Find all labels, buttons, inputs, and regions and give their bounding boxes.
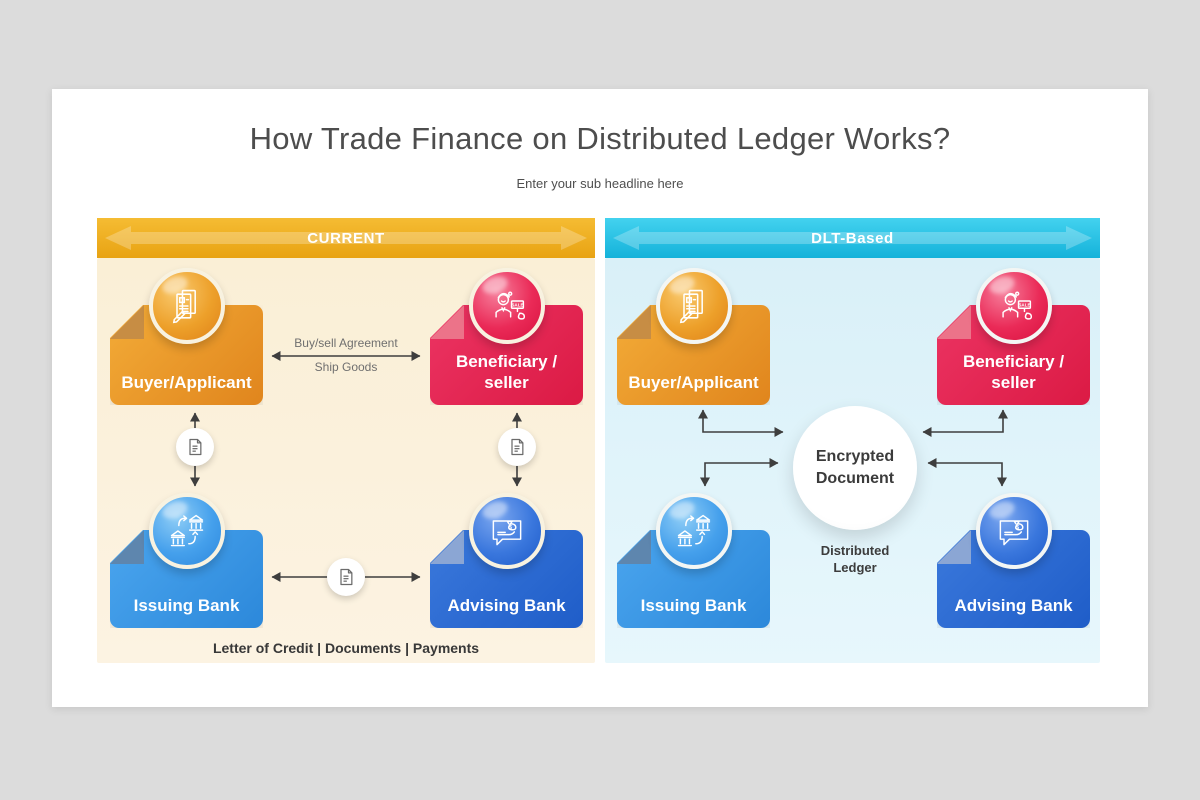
current-issuing-sphere xyxy=(149,493,225,569)
dlt-beneficiary-sphere: SALE xyxy=(976,268,1052,344)
double-arrow-banner-icon xyxy=(613,226,1092,250)
svg-text:SALE: SALE xyxy=(1018,303,1030,308)
current-issuing-label: Issuing Bank xyxy=(133,595,240,615)
ship-goods-label: Ship Goods xyxy=(314,360,378,374)
payment-hand-icon: $ xyxy=(492,520,522,546)
dlt-buyer-sphere xyxy=(656,268,732,344)
current-buyer-label: Buyer/Applicant xyxy=(121,372,252,392)
bank-exchange-icon xyxy=(170,514,204,547)
current-advising-label: Advising Bank xyxy=(447,595,566,615)
document-chip xyxy=(327,558,365,596)
dlt-issuing-label: Issuing Bank xyxy=(640,595,747,615)
encrypted-document-label: Encrypted Document xyxy=(815,448,895,487)
current-advising-sphere: $ xyxy=(469,493,545,569)
page-title: How Trade Finance on Distributed Ledger … xyxy=(249,121,951,156)
current-buyer-sphere xyxy=(149,268,225,344)
document-icon xyxy=(340,568,353,586)
document-chip xyxy=(176,428,214,466)
dlt-header-label: DLT-Based xyxy=(811,229,894,247)
dlt-issuing-sphere xyxy=(656,493,732,569)
dlt-buyer-label: Buyer/Applicant xyxy=(628,372,759,392)
agreement-label: Buy/sell Agreement xyxy=(294,336,398,350)
current-panel-header: CURRENT xyxy=(97,218,595,258)
seller-sale-sign-icon: SALE xyxy=(495,291,526,320)
contract-document-icon xyxy=(679,289,703,324)
dlt-buyer-box: Buyer/Applicant xyxy=(617,305,770,405)
svg-text:$: $ xyxy=(1016,525,1019,531)
current-beneficiary-label: Beneficiary / seller xyxy=(455,351,558,392)
current-caption: Letter of Credit | Documents | Payments xyxy=(212,640,480,656)
svg-text:$: $ xyxy=(509,525,512,531)
document-chip xyxy=(498,428,536,466)
dlt-advising-sphere: $ xyxy=(976,493,1052,569)
dlt-panel-header: DLT-Based xyxy=(605,218,1100,258)
bank-exchange-icon xyxy=(677,514,711,547)
dlt-advising-label: Advising Bank xyxy=(954,595,1073,615)
current-beneficiary-sphere: SALE xyxy=(469,268,545,344)
seller-sale-sign-icon: SALE xyxy=(1002,291,1033,320)
double-arrow-banner-icon xyxy=(105,226,587,250)
svg-text:SALE: SALE xyxy=(511,303,523,308)
dlt-beneficiary-label: Beneficiary / seller xyxy=(962,351,1065,392)
document-icon xyxy=(511,438,524,456)
encrypted-document-circle: Encrypted Document xyxy=(793,406,917,530)
current-header-label: CURRENT xyxy=(307,229,385,247)
payment-hand-icon: $ xyxy=(999,520,1029,546)
contract-document-icon xyxy=(172,289,196,324)
page-subtitle: Enter your sub headline here xyxy=(516,176,684,191)
document-icon xyxy=(189,438,202,456)
distributed-ledger-label: Distributed Ledger xyxy=(820,543,890,575)
